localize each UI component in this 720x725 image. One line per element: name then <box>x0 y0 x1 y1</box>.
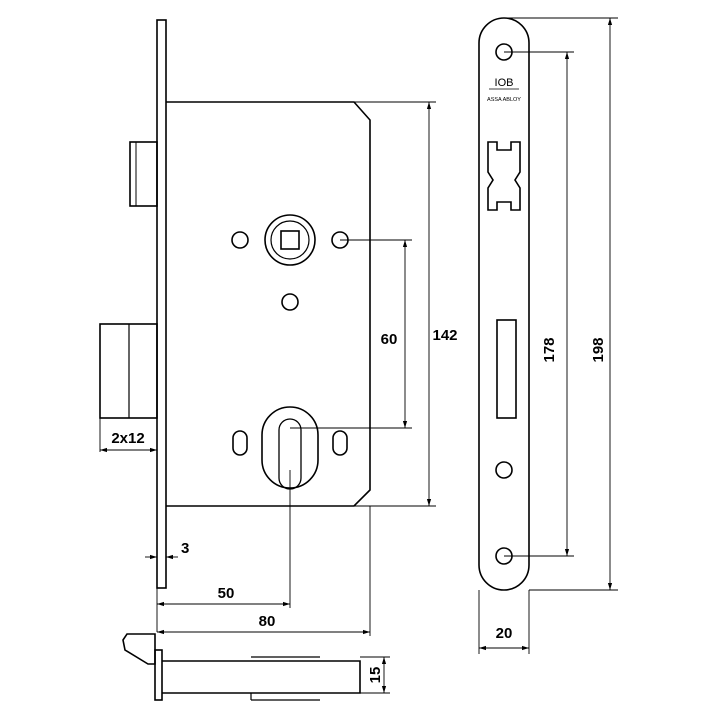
slot-hole <box>332 430 348 456</box>
faceplate-side <box>156 19 167 589</box>
dim-faceplate-thickness: 3 <box>181 540 189 557</box>
dim-case-depth: 80 <box>259 613 276 630</box>
bolt-section-view <box>122 633 361 701</box>
latch-bolt <box>129 141 158 207</box>
dim-bolt-height: 15 <box>367 667 384 684</box>
cylinder-profile <box>278 418 302 490</box>
spindle-hub <box>264 214 316 266</box>
cylinder-cutout <box>261 406 319 489</box>
bolt-opening <box>496 319 517 419</box>
faceplate-front <box>478 17 530 591</box>
case-hole <box>281 293 299 311</box>
slot-hole <box>232 430 248 456</box>
latch-profile <box>122 633 156 665</box>
dim-faceplate-height: 198 <box>590 337 607 362</box>
dimension-lines <box>100 18 613 693</box>
faceplate-hole <box>495 461 513 479</box>
brand-logo: IOB <box>495 77 514 89</box>
dim-backset: 50 <box>218 585 235 602</box>
extension-lines <box>99 17 618 694</box>
dim-spindle-to-cylinder: 60 <box>381 331 398 348</box>
dim-fixing-hole-spacing: 178 <box>541 337 558 362</box>
brand-subtitle: ASSA ABLOY <box>487 97 521 103</box>
spindle-square <box>280 230 300 250</box>
section-faceplate <box>154 649 163 701</box>
dim-bolt-projection: 2x12 <box>111 430 144 447</box>
faceplate-front-view <box>478 17 530 591</box>
lock-case <box>166 101 371 507</box>
latch-opening <box>487 141 521 211</box>
dim-faceplate-width: 20 <box>496 625 513 642</box>
case-hole <box>231 231 249 249</box>
dim-case-height: 142 <box>432 327 457 344</box>
lock-side-view <box>99 19 371 589</box>
case-section <box>162 660 361 694</box>
